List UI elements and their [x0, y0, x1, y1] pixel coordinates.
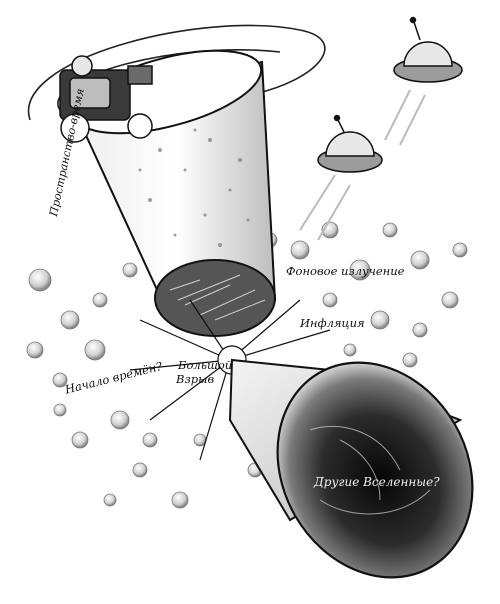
speed-lines [299, 89, 426, 241]
flying-saucer-icon [393, 16, 463, 83]
bubble-universe-icon [452, 242, 468, 258]
bubble-universe-icon [26, 341, 44, 359]
other-universes-cone [228, 358, 474, 579]
bubble-universe-icon [382, 222, 398, 238]
bubble-universe-icon [343, 343, 357, 357]
bubble-universe-icon [71, 431, 89, 449]
bubble-universe-icon [122, 262, 138, 278]
bubble-universe-icon [84, 339, 106, 361]
bubble-universe-icon [290, 240, 310, 260]
bubble-universe-icon [92, 292, 108, 308]
bubble-universe-icon [441, 291, 459, 309]
bubble-universe-icon [60, 310, 80, 330]
bubble-universe-icon [349, 259, 371, 281]
bubble-universe-icon [412, 322, 428, 338]
bubble-universe-icon [52, 372, 68, 388]
label-background-radiation: Фоновое излучение [286, 264, 405, 278]
label-big-bang-line1: Большой [178, 358, 233, 372]
bubble-universe-icon [103, 493, 117, 507]
bubble-universe-icon [110, 410, 130, 430]
label-big-bang-line2: Взрыв [176, 372, 215, 386]
bubble-universe-icon [132, 462, 148, 478]
bubble-universe-icon [322, 292, 338, 308]
flying-saucer-icon [317, 114, 383, 173]
person-in-wheelchair-icon [59, 55, 153, 143]
bubble-universe-icon [142, 432, 158, 448]
label-inflation: Инфляция [300, 316, 365, 330]
bubble-universe-icon [53, 403, 67, 417]
bubble-universe-icon [410, 250, 430, 270]
bubble-universe-icon [402, 352, 418, 368]
bubble-universe-icon [28, 268, 52, 292]
bubble-universe-icon [370, 310, 390, 330]
label-other-universes: Другие Вселенные? [314, 475, 440, 489]
bubble-universe-icon [171, 491, 189, 509]
